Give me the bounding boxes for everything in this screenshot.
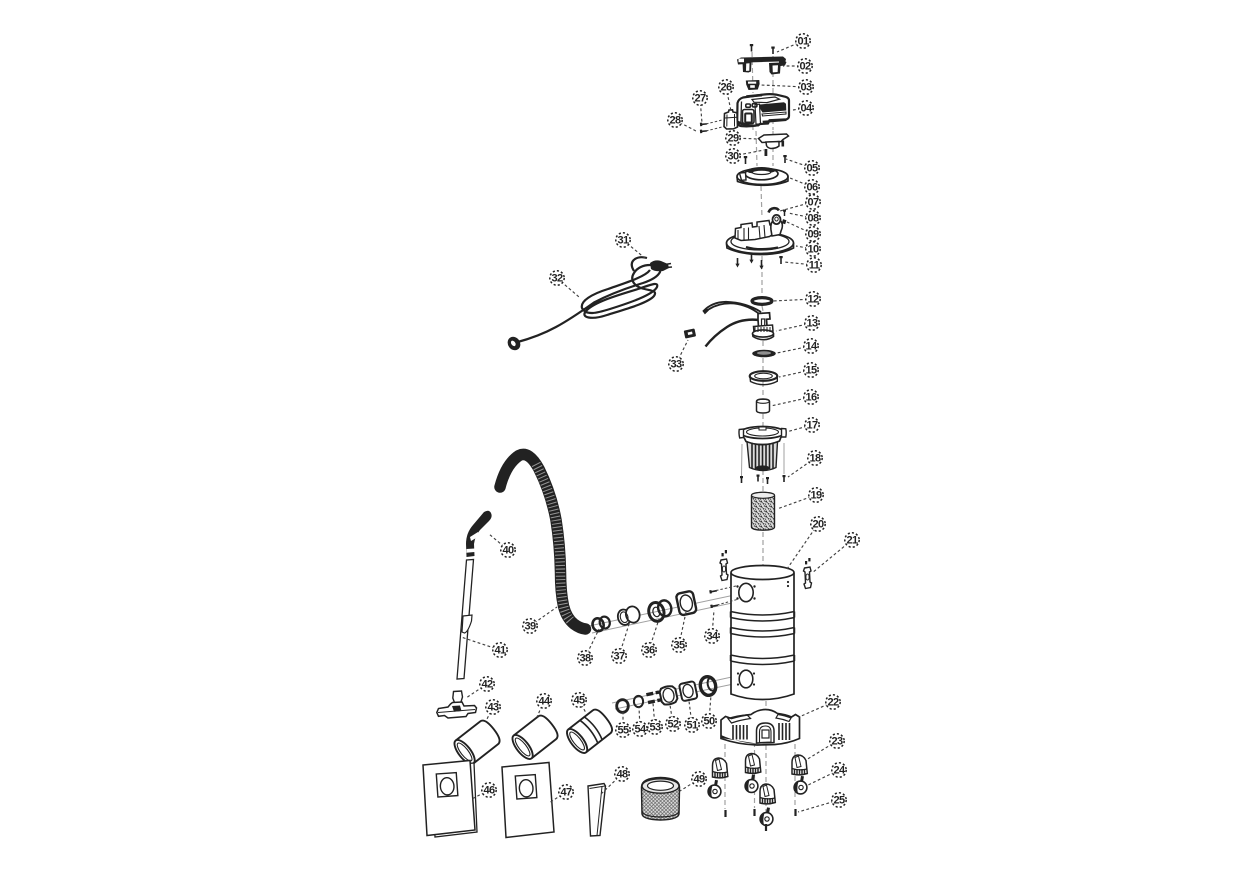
svg-text:27: 27 [694,93,706,105]
svg-text:13: 13 [806,318,818,330]
svg-text:53: 53 [649,722,661,734]
svg-text:17: 17 [806,420,818,432]
svg-text:10: 10 [807,244,819,256]
svg-text:44: 44 [538,696,551,708]
svg-text:50: 50 [703,716,715,728]
svg-text:19: 19 [810,490,822,502]
svg-text:14: 14 [805,341,818,353]
svg-text:21: 21 [846,535,858,547]
svg-text:31: 31 [617,235,629,247]
svg-text:07: 07 [807,197,819,209]
svg-text:06: 06 [806,182,818,194]
svg-text:25: 25 [833,795,845,807]
svg-text:29: 29 [727,133,739,145]
svg-text:23: 23 [831,736,843,748]
svg-text:02: 02 [799,61,811,73]
svg-text:03: 03 [800,82,812,94]
svg-text:34: 34 [706,631,719,643]
svg-text:08: 08 [807,213,819,225]
svg-text:30: 30 [727,151,739,163]
svg-text:28: 28 [669,115,681,127]
svg-text:55: 55 [617,725,629,737]
svg-text:22: 22 [827,697,839,709]
svg-text:46: 46 [483,785,495,797]
svg-text:37: 37 [613,651,625,663]
svg-text:47: 47 [560,787,572,799]
svg-text:41: 41 [494,645,506,657]
svg-text:51: 51 [686,720,698,732]
svg-text:26: 26 [720,82,732,94]
svg-text:15: 15 [805,365,817,377]
svg-text:32: 32 [551,273,563,285]
svg-text:38: 38 [579,653,591,665]
svg-text:24: 24 [833,765,846,777]
svg-text:09: 09 [807,229,819,241]
svg-text:54: 54 [634,724,647,736]
svg-text:33: 33 [670,359,682,371]
svg-text:48: 48 [616,769,628,781]
svg-text:04: 04 [800,103,813,115]
svg-text:20: 20 [812,519,824,531]
svg-text:45: 45 [573,695,585,707]
svg-text:35: 35 [673,640,685,652]
svg-text:42: 42 [481,679,493,691]
svg-text:05: 05 [806,163,818,175]
svg-text:39: 39 [524,621,536,633]
svg-text:16: 16 [805,392,817,404]
svg-text:52: 52 [667,719,679,731]
svg-text:18: 18 [809,453,821,465]
svg-text:01: 01 [797,36,809,48]
svg-text:11: 11 [809,260,820,272]
svg-text:49: 49 [693,774,705,786]
svg-text:43: 43 [487,702,499,714]
svg-text:40: 40 [502,545,514,557]
svg-text:36: 36 [643,645,655,657]
svg-text:12: 12 [807,294,819,306]
